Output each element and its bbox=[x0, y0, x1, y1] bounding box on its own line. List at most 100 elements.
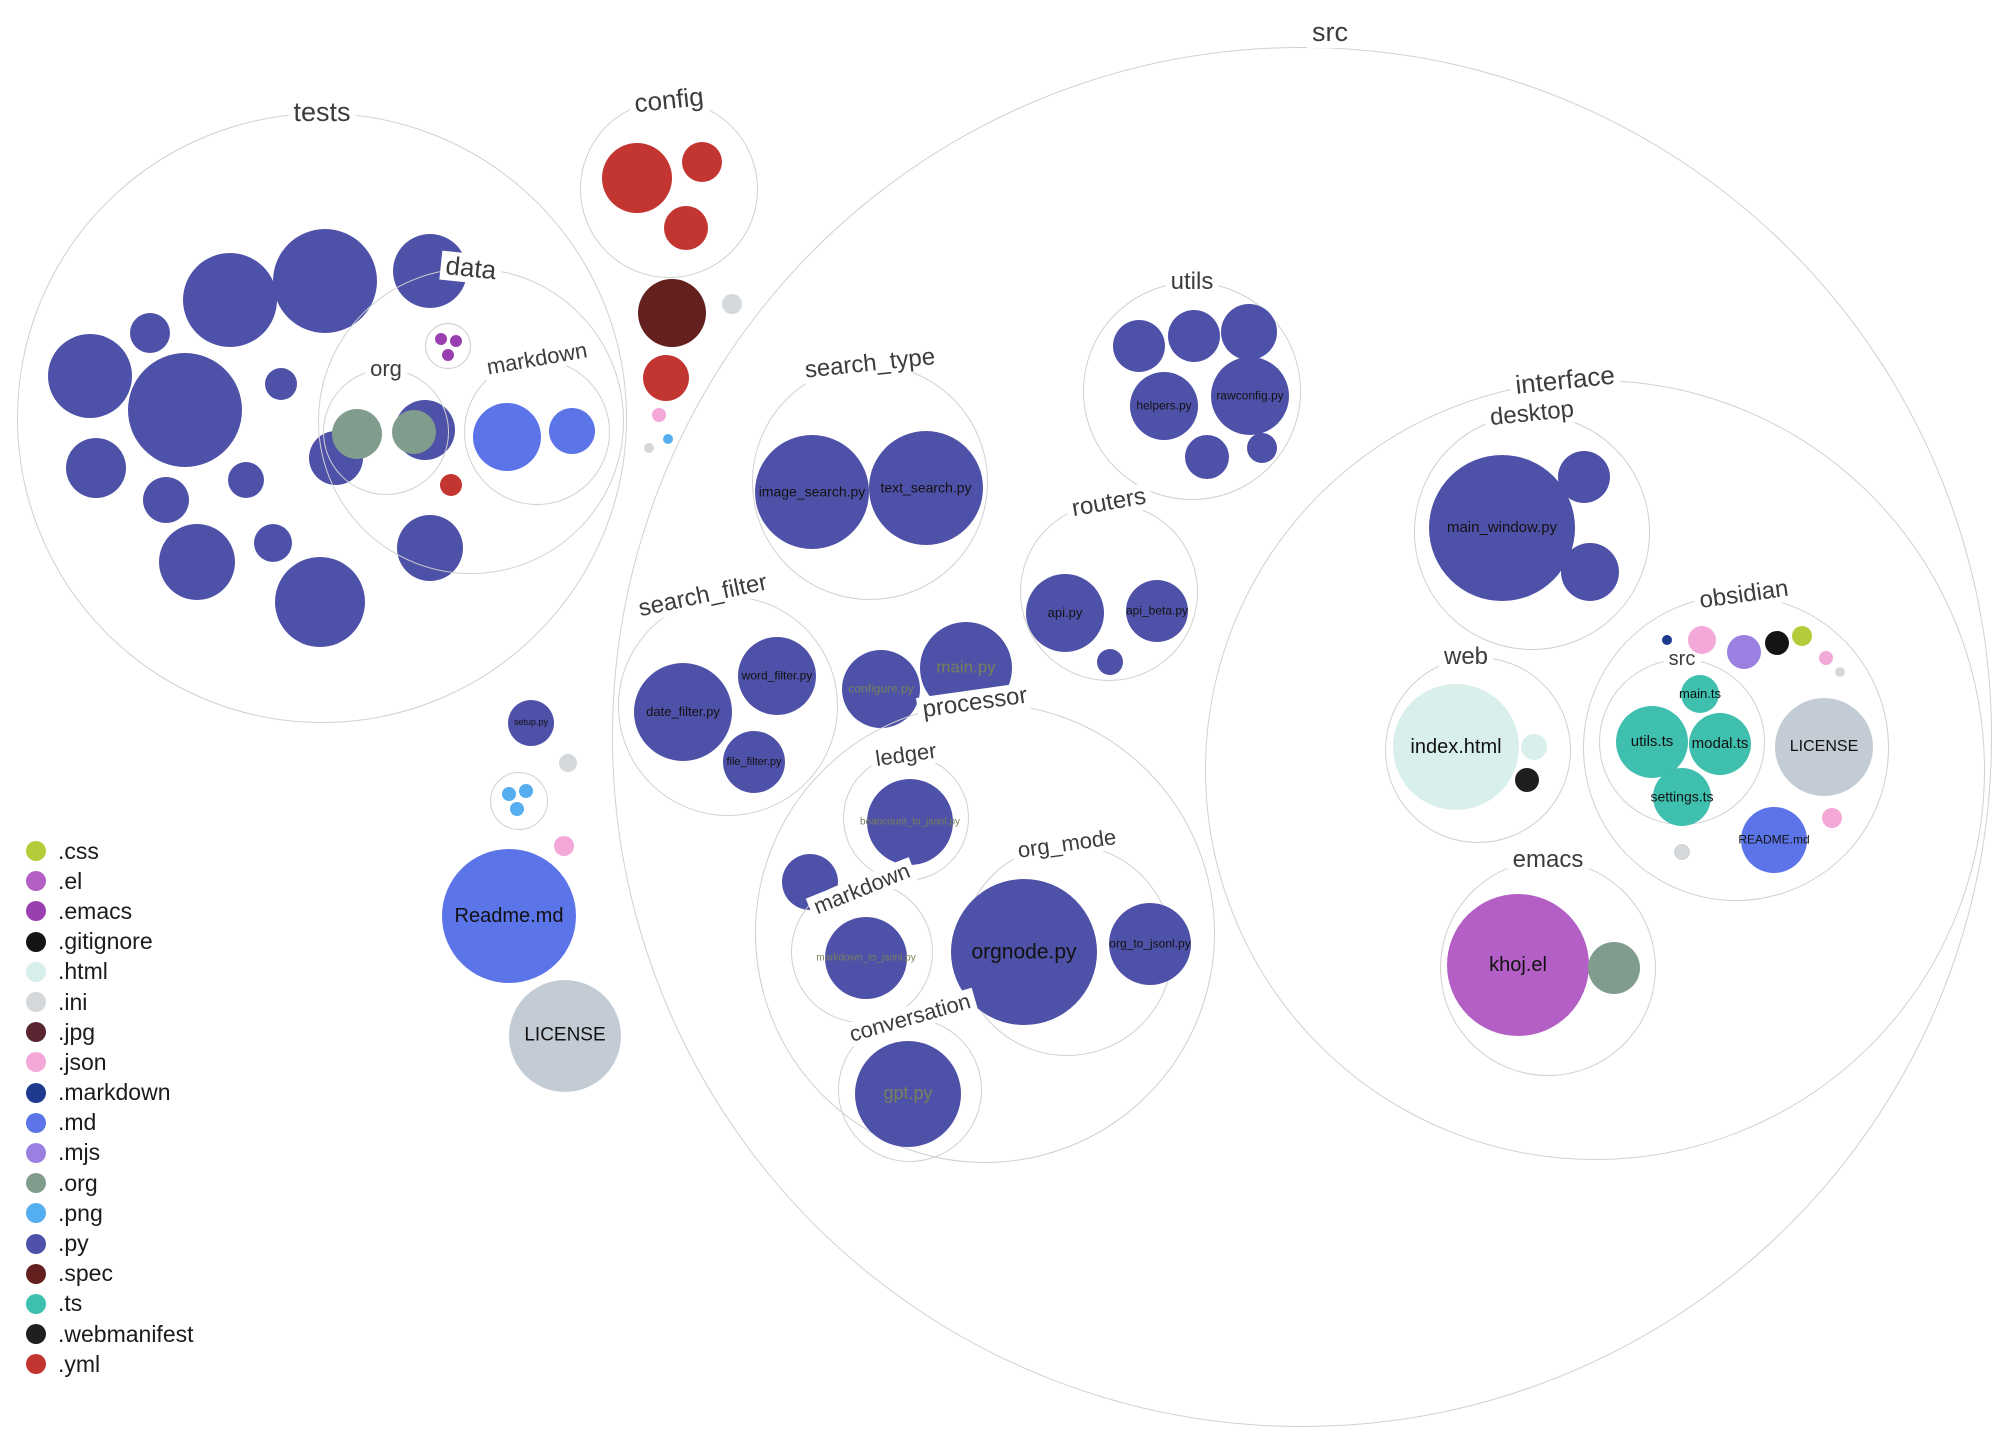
file-circle-py-file[interactable] bbox=[183, 253, 277, 347]
file-circle-html-file[interactable] bbox=[1521, 734, 1547, 760]
file-circle-md-file[interactable] bbox=[549, 408, 595, 454]
file-circle-mjs-file[interactable] bbox=[1727, 635, 1761, 669]
file-circle-configure.py[interactable] bbox=[842, 650, 920, 728]
file-circle-py-file[interactable] bbox=[1097, 649, 1123, 675]
file-circle-setup.py[interactable] bbox=[508, 700, 554, 746]
file-circle-json-file[interactable] bbox=[554, 836, 574, 856]
file-circle-py-file[interactable] bbox=[48, 334, 132, 418]
legend-swatch-spec-icon bbox=[26, 1263, 46, 1284]
file-circle-ini-file[interactable] bbox=[722, 294, 742, 314]
file-circle-image_search.py[interactable] bbox=[755, 435, 869, 549]
file-circle-emacs-file[interactable] bbox=[450, 335, 462, 347]
file-circle-index.html[interactable] bbox=[1393, 684, 1519, 810]
file-circle-py-file[interactable] bbox=[228, 462, 264, 498]
file-circle-json-file[interactable] bbox=[1688, 626, 1716, 654]
file-circle-LICENSE[interactable] bbox=[509, 980, 621, 1092]
file-circle-api_beta.py[interactable] bbox=[1126, 580, 1188, 642]
file-circle-md-file[interactable] bbox=[473, 403, 541, 471]
file-circle-json-file[interactable] bbox=[1819, 651, 1833, 665]
legend-label-markdown: .markdown bbox=[58, 1079, 171, 1106]
file-circle-png-file[interactable] bbox=[510, 802, 524, 816]
file-circle-org-file[interactable] bbox=[392, 410, 436, 454]
file-circle-yml-file[interactable] bbox=[664, 206, 708, 250]
file-circle-py-file[interactable] bbox=[66, 438, 126, 498]
legend-label-css: .css bbox=[58, 837, 99, 864]
legend-item-spec: .spec bbox=[26, 1259, 194, 1289]
file-circle-yml-file[interactable] bbox=[643, 355, 689, 401]
legend-swatch-jpg-icon bbox=[26, 1022, 46, 1043]
file-circle-Readme.md[interactable] bbox=[442, 849, 576, 983]
file-label-word_filter.py: word_filter.py bbox=[741, 668, 813, 683]
file-circle-word_filter.py[interactable] bbox=[738, 637, 816, 715]
file-circle-ini-file[interactable] bbox=[644, 443, 654, 453]
legend-swatch-py-icon bbox=[26, 1233, 46, 1254]
legend-item-md: .md bbox=[26, 1108, 194, 1138]
file-circle-yml-file[interactable] bbox=[602, 143, 672, 213]
dir-label-org: org bbox=[365, 356, 407, 382]
file-circle-gpt.py[interactable] bbox=[855, 1041, 961, 1147]
file-circle-json-file[interactable] bbox=[1822, 808, 1842, 828]
file-circle-py-file[interactable] bbox=[265, 368, 297, 400]
file-circle-css-file[interactable] bbox=[1792, 626, 1812, 646]
legend-item-png: .png bbox=[26, 1198, 194, 1228]
file-circle-py-file[interactable] bbox=[128, 353, 242, 467]
dir-circle-src[interactable] bbox=[612, 47, 1992, 1427]
file-circle-api.py[interactable] bbox=[1026, 574, 1104, 652]
file-circle-py-file[interactable] bbox=[1113, 320, 1165, 372]
file-circle-README.md[interactable] bbox=[1741, 807, 1807, 873]
legend-item-webmanifest: .webmanifest bbox=[26, 1319, 194, 1349]
file-circle-helpers.py[interactable] bbox=[1130, 372, 1198, 440]
file-label-setup.py: setup.py bbox=[513, 717, 549, 728]
legend-swatch-mjs-icon bbox=[26, 1142, 46, 1163]
file-circle-ini-file[interactable] bbox=[559, 754, 577, 772]
file-circle-json-file[interactable] bbox=[652, 408, 666, 422]
legend-label-yml: .yml bbox=[58, 1350, 101, 1377]
file-circle-beancount_to_jsonl.py[interactable] bbox=[867, 779, 953, 865]
dir-circle-data-subdir[interactable] bbox=[425, 323, 471, 369]
file-circle-yml-file[interactable] bbox=[682, 142, 722, 182]
file-circle-khoj.el[interactable] bbox=[1447, 894, 1589, 1036]
file-circle-utils.ts[interactable] bbox=[1616, 706, 1688, 778]
file-circle-file_filter.py[interactable] bbox=[723, 731, 785, 793]
file-circle-spec-file[interactable] bbox=[638, 279, 706, 347]
file-circle-py-file[interactable] bbox=[1247, 433, 1277, 463]
file-circle-main.ts[interactable] bbox=[1681, 675, 1719, 713]
file-circle-ini-file[interactable] bbox=[1674, 844, 1690, 860]
file-circle-org_to_jsonl.py[interactable] bbox=[1109, 903, 1191, 985]
file-circle-markdown-file[interactable] bbox=[1662, 635, 1672, 645]
file-circle-py-file[interactable] bbox=[143, 477, 189, 523]
file-circle-ini-file[interactable] bbox=[1835, 667, 1845, 677]
file-circle-rawconfig.py[interactable] bbox=[1211, 357, 1289, 435]
legend-label-spec: .spec bbox=[58, 1260, 113, 1287]
file-circle-py-file[interactable] bbox=[1185, 435, 1229, 479]
legend-item-html: .html bbox=[26, 957, 194, 987]
file-circle-py-file[interactable] bbox=[130, 313, 170, 353]
file-circle-text_search.py[interactable] bbox=[869, 431, 983, 545]
file-circle-emacs-file[interactable] bbox=[442, 349, 454, 361]
file-circle-yml-file[interactable] bbox=[440, 474, 462, 496]
file-circle-org-file[interactable] bbox=[1588, 942, 1640, 994]
file-label-api_beta.py: api_beta.py bbox=[1125, 603, 1189, 618]
file-circle-py-file[interactable] bbox=[1561, 543, 1619, 601]
file-circle-py-file[interactable] bbox=[1558, 451, 1610, 503]
file-circle-org-file[interactable] bbox=[332, 409, 382, 459]
dir-circle-root-subdir[interactable] bbox=[490, 772, 548, 830]
file-circle-webmanifest-file[interactable] bbox=[1515, 768, 1539, 792]
file-circle-gitignore-file[interactable] bbox=[1765, 631, 1789, 655]
file-circle-main_window.py[interactable] bbox=[1429, 455, 1575, 601]
file-circle-date_filter.py[interactable] bbox=[634, 663, 732, 761]
file-circle-markdown_to_jsonl.py[interactable] bbox=[825, 917, 907, 999]
file-circle-emacs-file[interactable] bbox=[435, 333, 447, 345]
file-circle-png-file[interactable] bbox=[519, 784, 533, 798]
file-circle-png-file[interactable] bbox=[502, 787, 516, 801]
file-circle-py-file[interactable] bbox=[1168, 310, 1220, 362]
legend-item-mjs: .mjs bbox=[26, 1138, 194, 1168]
file-circle-modal.ts[interactable] bbox=[1689, 713, 1751, 775]
file-circle-png-file[interactable] bbox=[663, 434, 673, 444]
file-circle-py-file[interactable] bbox=[254, 524, 292, 562]
file-circle-LICENSE-obsidian[interactable] bbox=[1775, 698, 1873, 796]
file-circle-settings.ts[interactable] bbox=[1653, 768, 1711, 826]
file-circle-py-file[interactable] bbox=[275, 557, 365, 647]
file-circle-py-file[interactable] bbox=[1221, 304, 1277, 360]
file-circle-py-file[interactable] bbox=[159, 524, 235, 600]
